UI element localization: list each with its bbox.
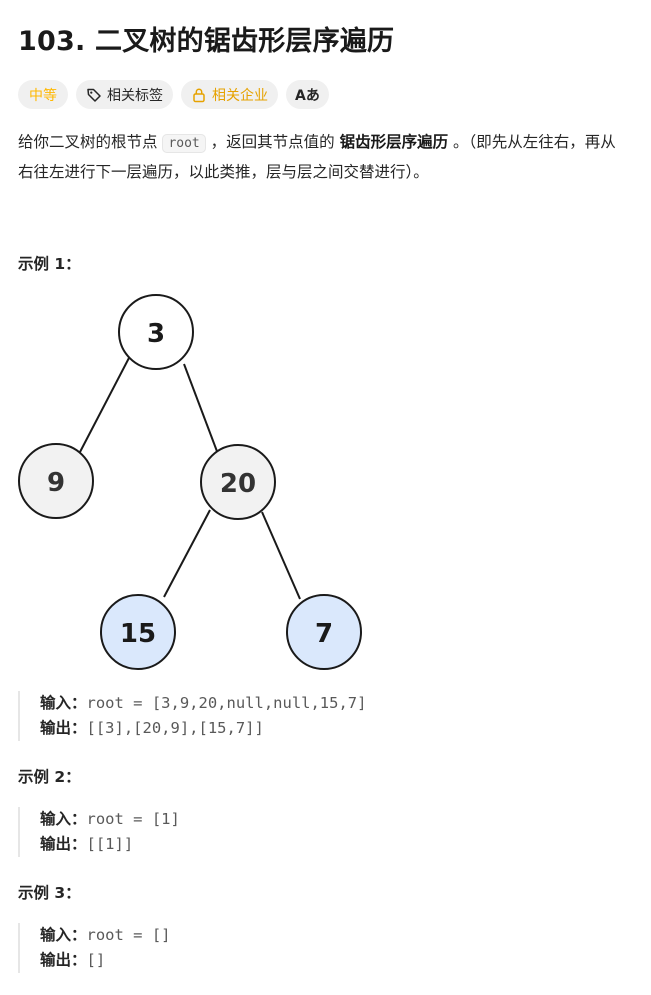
companies-tag-button[interactable]: 相关企业 — [181, 80, 278, 109]
input-label: 输入： — [40, 926, 87, 944]
example-2-input-line: 输入：root = [1] — [40, 807, 180, 832]
output-value: [] — [86, 951, 106, 969]
output-label: 输出： — [40, 719, 87, 737]
problem-description: 给你二叉树的根节点 root ，返回其节点值的 锯齿形层序遍历 。（即先从左往右… — [18, 128, 628, 186]
difficulty-badge[interactable]: 中等 — [18, 80, 68, 109]
topics-tag-button[interactable]: 相关标签 — [76, 80, 173, 109]
output-value: [[1]] — [86, 835, 134, 853]
output-value: [[3],[20,9],[15,7]] — [86, 719, 264, 737]
desc-text-1: 给你二叉树的根节点 — [18, 133, 163, 151]
desc-text-3: 。（即先从左往右，再从右往左进行下一层遍历，以此类推，层与层之间交替进行）。 — [18, 133, 616, 181]
example-3-input-line: 输入：root = [] — [40, 923, 171, 948]
edge-20-7 — [261, 511, 301, 600]
node-label-9: 9 — [47, 468, 65, 498]
example-1-title: 示例 1： — [18, 255, 81, 273]
tree-node-3: 3 — [118, 294, 194, 370]
tag-icon — [86, 87, 102, 103]
tree-node-15: 15 — [100, 594, 176, 670]
tree-node-7: 7 — [286, 594, 362, 670]
tree-diagram: 3 9 20 15 7 — [18, 294, 362, 670]
tag-bar: 中等 相关标签 相关企业 Aあ — [18, 80, 329, 109]
example-1-code: 输入：root = [3,9,20,null,null,15,7] 输出：[[3… — [18, 691, 366, 741]
input-value: root = [3,9,20,null,null,15,7] — [86, 694, 367, 712]
output-label: 输出： — [40, 835, 87, 853]
topics-tag-label: 相关标签 — [107, 87, 163, 104]
input-value: root = [] — [86, 926, 171, 944]
edge-3-9 — [79, 355, 131, 453]
edge-20-15 — [163, 509, 211, 598]
example-3-code: 输入：root = [] 输出：[] — [18, 923, 171, 973]
output-label: 输出： — [40, 951, 87, 969]
node-label-15: 15 — [120, 619, 156, 649]
example-1-input-line: 输入：root = [3,9,20,null,null,15,7] — [40, 691, 366, 716]
companies-tag-label: 相关企业 — [212, 87, 268, 104]
example-3-title: 示例 3： — [18, 884, 81, 902]
example-3-output-line: 输出：[] — [40, 948, 171, 973]
node-label-3: 3 — [147, 319, 165, 349]
input-label: 输入： — [40, 694, 87, 712]
desc-text-2: ，返回其节点值的 — [205, 133, 340, 151]
input-value: root = [1] — [86, 810, 180, 828]
input-label: 输入： — [40, 810, 87, 828]
node-label-7: 7 — [315, 619, 333, 649]
example-2-output-line: 输出：[[1]] — [40, 832, 180, 857]
tree-node-9: 9 — [18, 443, 94, 519]
node-label-20: 20 — [220, 469, 256, 499]
tree-node-20: 20 — [200, 444, 276, 520]
lock-icon — [191, 87, 207, 103]
edge-3-20 — [183, 363, 219, 455]
translate-button[interactable]: Aあ — [286, 80, 329, 109]
example-2-code: 输入：root = [1] 输出：[[1]] — [18, 807, 180, 857]
problem-title: 103. 二叉树的锯齿形层序遍历 — [18, 26, 395, 57]
inline-code-root: root — [162, 134, 206, 153]
example-2-title: 示例 2： — [18, 768, 81, 786]
translate-icon: Aあ — [295, 87, 320, 104]
example-1-output-line: 输出：[[3],[20,9],[15,7]] — [40, 716, 366, 741]
desc-bold: 锯齿形层序遍历 — [339, 133, 449, 151]
